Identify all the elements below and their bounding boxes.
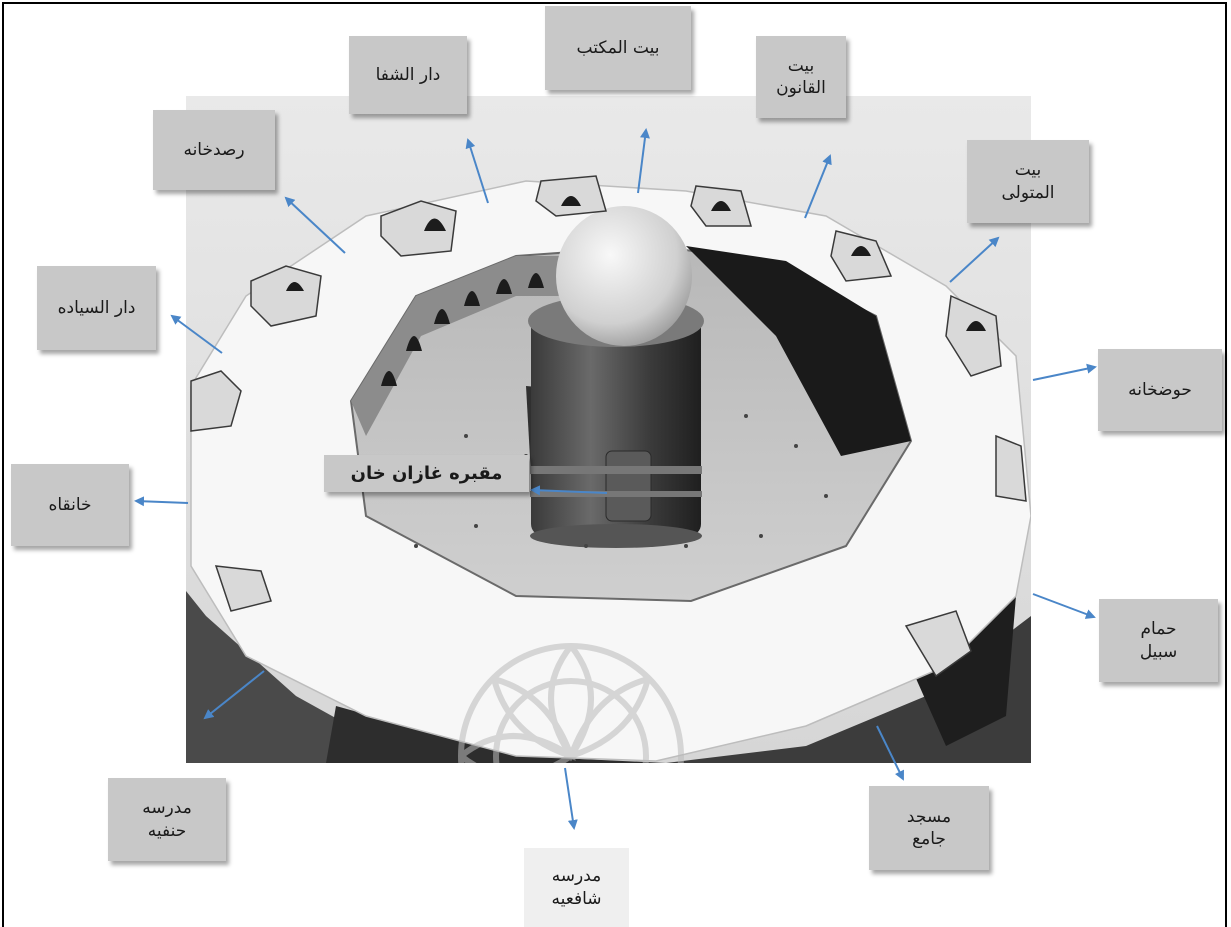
label-hozkhaneh: حوضخانه xyxy=(1098,349,1222,431)
label-bayt-al-qanun: بیت القانون xyxy=(756,36,846,118)
tower-band xyxy=(530,466,702,474)
outer-wall-left xyxy=(186,591,526,763)
label-madrasa-shafeiyeh: مدرسه شافعیه xyxy=(524,848,629,927)
label-madrasa-hanafiyeh: مدرسه حنفیه xyxy=(108,778,226,861)
tomb-tower xyxy=(531,311,701,536)
outer-wall-front xyxy=(326,706,666,763)
label-masjid-jame: مسجد جامع xyxy=(869,786,989,870)
complex-render xyxy=(186,96,1031,763)
watermark-rosette xyxy=(458,643,684,763)
outer-wall-right-shadow xyxy=(906,596,1016,746)
label-dar-al-shifa: دار الشفا xyxy=(349,36,467,114)
label-khaneqah: خانقاه xyxy=(11,464,129,546)
label-dar-al-siyadeh: دار السیاده xyxy=(37,266,156,350)
dome xyxy=(556,206,692,346)
arcade-wall xyxy=(351,256,566,436)
tower-base xyxy=(530,524,702,548)
label-ghazan-tomb: مقبره غازان خان xyxy=(324,455,529,492)
label-rasadkhaneh: رصدخانه xyxy=(153,110,275,190)
pavilion-openings xyxy=(286,196,986,331)
label-bayt-al-motavalli: بیت المتولی xyxy=(967,140,1089,223)
courtyard-shadow xyxy=(686,246,911,456)
tower-band-2 xyxy=(530,491,702,497)
pavilions xyxy=(190,175,1027,678)
label-hammam-sabil: حمام سبیل xyxy=(1099,599,1218,682)
label-bayt-al-maktab: بیت المکتب xyxy=(545,6,691,90)
tower-portal xyxy=(605,450,652,522)
